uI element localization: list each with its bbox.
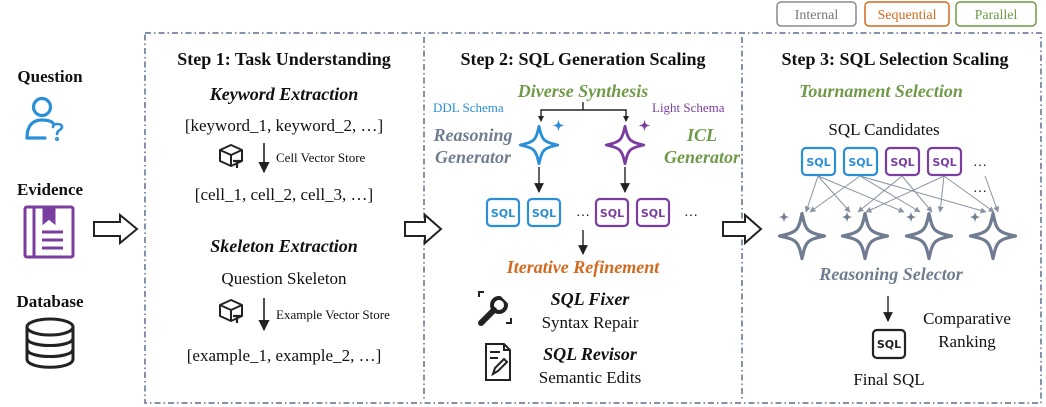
step1-panel: Step 1: Task Understanding Keyword Extra… [177,49,391,365]
step2-to-step3-arrow [722,212,763,246]
question-skeleton-label: Question Skeleton [221,269,347,288]
sql-badge-text: SQL [532,207,556,220]
icl-generator-label-1: ICL [686,125,717,145]
candidate-ellipsis-2: … [973,181,987,196]
sql-candidates-label: SQL Candidates [828,120,939,139]
comparative-ranking-label-1: Comparative [923,309,1011,328]
question-person-icon [25,96,64,142]
example-vector-store-icon [218,298,244,325]
database-label: Database [16,292,84,311]
tournament-selection-title: Tournament Selection [799,81,963,101]
sql-badge-text: SQL [600,207,624,220]
step1-to-step2-arrow [404,212,443,246]
selector-sparkle-icon-3 [905,211,917,223]
question-label: Question [17,67,83,86]
step2-title: Step 2: SQL Generation Scaling [460,49,705,69]
input-arrow [93,212,139,246]
legend-parallel-label: Parallel [975,8,1018,23]
keyword-extraction-title: Keyword Extraction [209,84,359,104]
examples-list: [example_1, example_2, …] [187,346,382,365]
legend-sequential-box [864,1,950,27]
sql-badge-purple-1: SQL [594,197,630,228]
reasoning-generator-label-1: Reasoning [432,125,512,145]
diverse-split-connector [540,102,627,121]
cell-vector-store-icon [218,143,244,170]
sql-revisor-title: SQL Revisor [543,344,638,364]
selector-sparkle-icon-1 [778,211,790,223]
selector-sparkle-icon-2 [841,211,853,223]
ellipsis-blue: … [576,205,590,220]
candidate-badge-3: SQL [884,146,921,177]
evidence-document-icon [23,205,75,259]
sql-badge-text: SQL [848,156,872,169]
sql-badge-text: SQL [491,207,515,220]
sql-badge-text: SQL [932,156,956,169]
sql-badge-text: SQL [641,207,665,220]
candidate-badge-1: SQL [800,146,837,177]
final-sql-badge: SQL [871,328,907,360]
inputs-column: Question Evidence Database [16,67,84,369]
legend-internal-box [776,1,857,27]
icl-generator-star-icon [604,119,651,166]
reasoning-generator-label-2: Generator [435,147,512,167]
outer-frame [144,32,1042,404]
ddl-schema-label: DDL Schema [433,100,504,115]
selector-sparkle-icon-4 [969,211,981,223]
reasoning-selector-title: Reasoning Selector [818,264,964,284]
sql-badge-blue-1: SQL [485,197,521,228]
sql-badge-text: SQL [890,156,914,169]
skeleton-extraction-title: Skeleton Extraction [210,236,358,256]
selector-star-icon-1 [777,211,827,261]
step2-panel: Step 2: SQL Generation Scaling Diverse S… [432,49,741,387]
candidate-badge-4: SQL [926,146,963,177]
diverse-synthesis-title: Diverse Synthesis [517,81,649,101]
sql-fixer-title: SQL Fixer [551,289,631,309]
syntax-repair-label: Syntax Repair [542,313,639,332]
candidate-badge-2: SQL [842,146,879,177]
sql-badge-text: SQL [877,338,901,351]
legend: Internal Sequential Parallel [776,1,1037,27]
step3-title: Step 3: SQL Selection Scaling [781,49,1008,69]
icl-generator-label-2: Generator [664,147,741,167]
legend-sequential-label: Sequential [877,8,936,23]
cells-list: [cell_1, cell_2, cell_3, …] [195,185,373,204]
reasoning-generator-star-icon [518,119,565,166]
selector-star-icon-4 [968,211,1018,261]
legend-internal-label: Internal [795,8,839,23]
example-vector-store-label: Example Vector Store [276,307,390,322]
semantic-edits-label: Semantic Edits [539,368,641,387]
tournament-connectors [804,175,999,214]
step3-panel: Step 3: SQL Selection Scaling Tournament… [777,49,1018,389]
sql-badge-purple-2: SQL [635,197,671,228]
evidence-label: Evidence [17,180,84,199]
legend-parallel-box [955,1,1037,27]
ellipsis-purple: … [684,205,698,220]
edit-document-icon [485,343,511,381]
diverse-split-arrowheads [538,116,629,122]
keywords-list: [keyword_1, keyword_2, …] [185,116,383,135]
selector-star-icon-3 [904,211,954,261]
comparative-ranking-label-2: Ranking [938,332,996,351]
selector-star-icon-2 [840,211,890,261]
final-sql-label: Final SQL [853,370,924,389]
wrench-icon [478,291,512,326]
database-icon [25,317,75,369]
step1-title: Step 1: Task Understanding [177,49,391,69]
iterative-refinement-title: Iterative Refinement [506,257,660,277]
candidate-ellipsis-1: … [973,155,987,170]
sql-badge-blue-2: SQL [526,197,562,228]
light-schema-label: Light Schema [652,100,725,115]
cell-vector-store-label: Cell Vector Store [276,150,366,165]
sql-badge-text: SQL [806,156,830,169]
